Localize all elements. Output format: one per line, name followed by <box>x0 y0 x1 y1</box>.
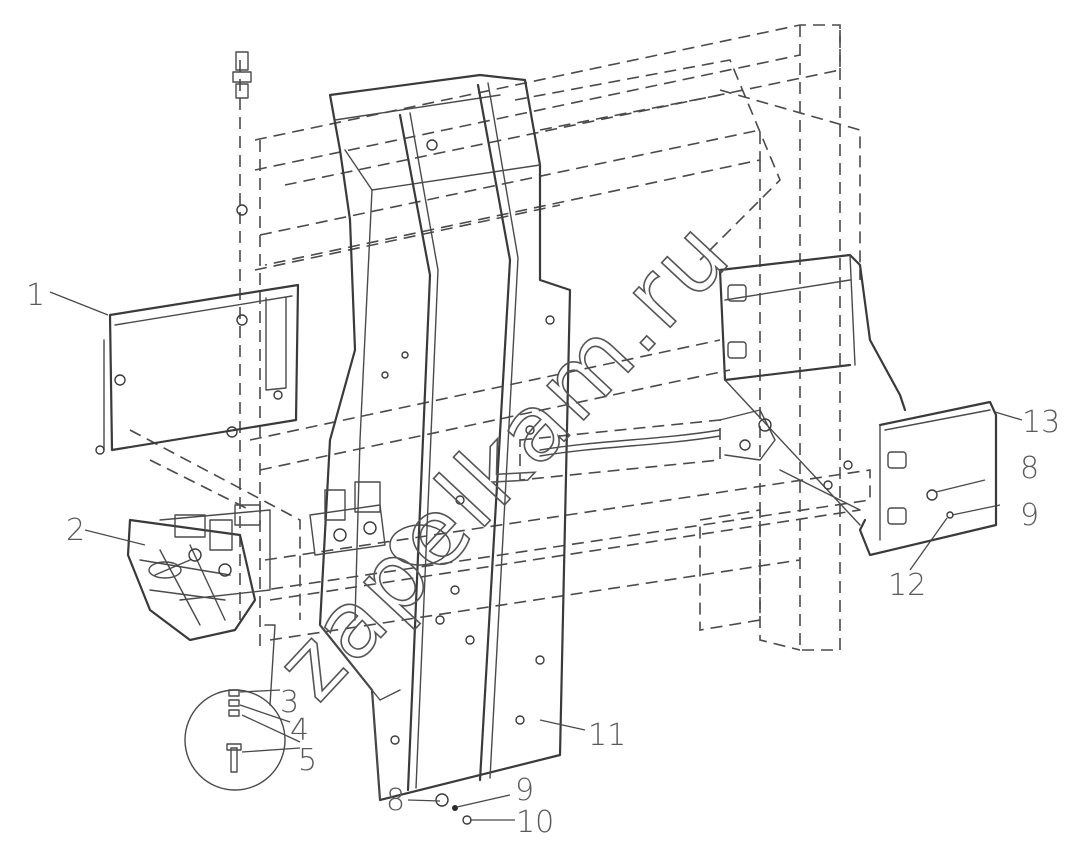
right-panel <box>718 253 998 557</box>
callout-10: 10 <box>516 805 554 840</box>
callout-2: 2 <box>66 513 85 548</box>
callout-13: 13 <box>1022 405 1060 440</box>
part-11-center-panel <box>318 73 572 802</box>
valve-assembly <box>309 481 386 556</box>
callout-5: 5 <box>298 743 317 778</box>
watermark: zapelkam.ru <box>256 199 752 720</box>
detail-circle <box>184 624 286 791</box>
callout-11: 11 <box>588 718 626 753</box>
callout-12: 12 <box>888 568 926 603</box>
callout-9-right: 9 <box>1020 498 1039 533</box>
bolt-stack-top <box>232 51 252 326</box>
mechanism-cluster <box>159 504 271 601</box>
bottom-hardware <box>435 793 472 825</box>
part-2-bracket <box>126 518 257 642</box>
callout-8-bottom: 8 <box>386 783 405 818</box>
leader-lines <box>49 291 1023 821</box>
callout-8-right: 8 <box>1020 451 1039 486</box>
phantom-frame <box>129 24 871 651</box>
part-1-panel <box>95 283 300 455</box>
callout-9-bottom: 9 <box>515 773 534 808</box>
callout-3: 3 <box>280 685 299 720</box>
callout-4: 4 <box>290 713 309 748</box>
callout-labels: 1 2 3 4 5 8 8 9 9 10 11 12 13 <box>26 278 1060 840</box>
callout-1: 1 <box>26 278 45 313</box>
cable-linkage <box>539 409 776 461</box>
